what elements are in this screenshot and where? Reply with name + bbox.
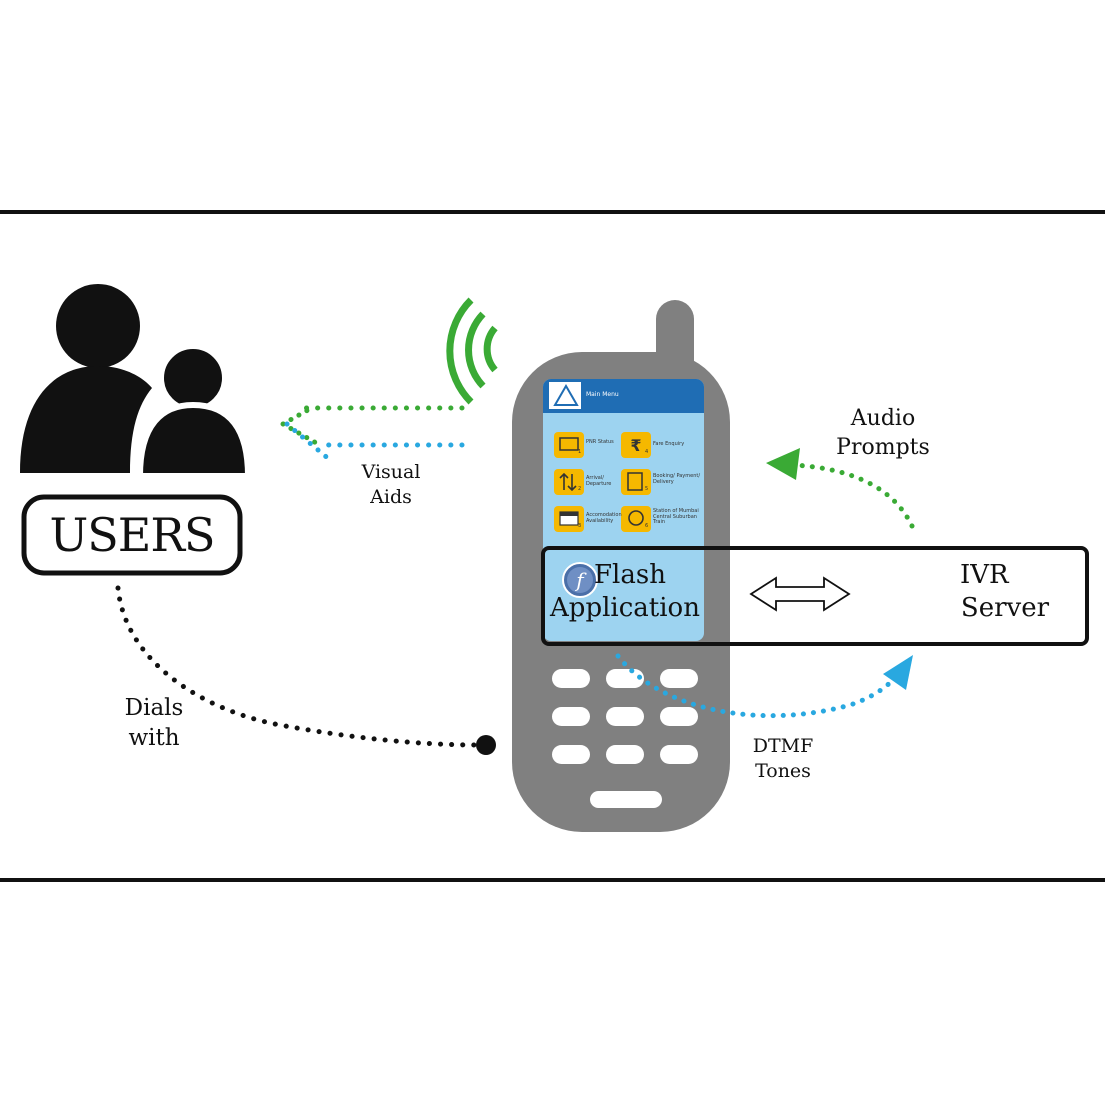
- screen-item-number: 6: [645, 523, 649, 529]
- bidirectional-arrow-icon: [749, 576, 851, 612]
- key: [660, 745, 698, 764]
- dials-with-line-2: with: [128, 724, 180, 751]
- audio-prompts-label: Audio Prompts: [826, 405, 940, 462]
- dials-endpoint: [476, 735, 496, 755]
- audio-prompts-arrow: [789, 462, 915, 529]
- visual-aids-arrow-blue-tail: [284, 421, 333, 463]
- key: [552, 745, 590, 764]
- dtmf-tones-line-2: Tones: [755, 759, 811, 782]
- flash-ivr-box: [541, 546, 1089, 646]
- dials-with-label: Dials with: [104, 694, 204, 754]
- screen-item-label: Station of Mumbai Central Suburban Train: [653, 508, 699, 525]
- dtmf-tones-arrow: [615, 653, 905, 719]
- screen-item-number: 3: [578, 523, 582, 529]
- screen-menu-icons: ₹: [554, 432, 651, 532]
- key: [552, 707, 590, 726]
- visual-aids-line-2: Aids: [370, 485, 412, 508]
- audio-prompts-line-1: Audio: [850, 406, 916, 431]
- key: [606, 669, 644, 688]
- screen-item-label: PNR Status: [586, 439, 614, 445]
- dtmf-tones-arrowhead: [883, 655, 913, 690]
- audio-prompts-line-2: Prompts: [836, 434, 930, 460]
- dials-with-line-1: Dials: [124, 695, 184, 721]
- key: [552, 669, 590, 688]
- ivr-server-label: IVR Server: [935, 559, 1075, 626]
- screen-header-label: Main Menu: [586, 391, 619, 398]
- screen-item-label: Booking/ Payment/ Delivery: [653, 473, 701, 485]
- dtmf-tones-label: DTMF Tones: [736, 734, 830, 783]
- screen-item-label: Accomodation Availability: [586, 512, 622, 524]
- key: [606, 745, 644, 764]
- ivr-line-1: IVR: [960, 560, 1009, 590]
- screen-item-label: Fare Enquiry: [653, 441, 685, 447]
- flash-logo-icon: f: [562, 562, 598, 598]
- screen-item-label: Arrival/ Departure: [586, 475, 612, 487]
- screen-item-number: 4: [645, 449, 649, 455]
- key: [606, 707, 644, 726]
- ivr-line-2: Server: [960, 593, 1050, 624]
- flash-line-1: Flash: [594, 560, 666, 590]
- visual-aids-line-1: Visual: [361, 461, 421, 483]
- key: [660, 707, 698, 726]
- audio-prompts-arrowhead: [766, 448, 800, 480]
- visual-aids-label: Visual Aids: [346, 460, 436, 509]
- users-box: [21, 494, 243, 576]
- users-label: USERS: [49, 508, 215, 562]
- key: [590, 791, 662, 808]
- signal-waves-icon: [446, 297, 498, 405]
- dials-with-line: [115, 585, 481, 748]
- screen-item-number: 1: [578, 449, 582, 455]
- visual-aids-arrowhead-green: [280, 407, 321, 447]
- svg-text:₹: ₹: [630, 436, 641, 455]
- screen-item-number: 5: [645, 486, 649, 492]
- users-icon: [20, 284, 252, 479]
- flash-line-2: Application: [550, 593, 700, 624]
- key: [660, 669, 698, 688]
- flash-application-label: Flash Application: [544, 559, 706, 626]
- dtmf-tones-line-1: DTMF: [752, 735, 814, 757]
- screen-item-number: 2: [578, 486, 582, 492]
